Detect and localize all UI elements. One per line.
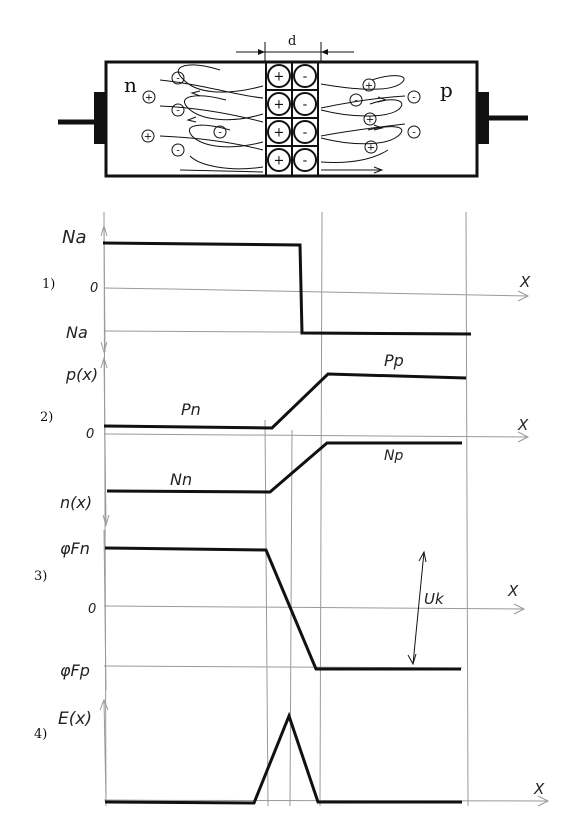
- svg-text:+: +: [365, 81, 373, 92]
- left-contact: [94, 92, 106, 144]
- panel-1-number: 1): [42, 277, 55, 292]
- panel-1-doping-profile: [102, 241, 472, 336]
- panel-3-x-axis: [103, 605, 525, 610]
- electron-carrier: -: [407, 125, 421, 139]
- panel-4-top-label: E(x): [58, 709, 92, 729]
- panel-1-bottom-label: Na: [66, 323, 88, 342]
- vertical-guide-lines: [103, 211, 469, 807]
- donor-ion: +: [267, 120, 291, 144]
- svg-text:+: +: [274, 98, 285, 113]
- svg-text:+: +: [366, 115, 374, 126]
- panel-2-electron-profile: [106, 441, 462, 494]
- panel-2-np-label: Np: [384, 448, 403, 464]
- panel-3-number: 3): [34, 569, 47, 584]
- panel-3-fermi-profile: [104, 546, 461, 671]
- panel-3-contact-potential-arrow: [407, 550, 427, 666]
- acceptor-ion: -: [293, 92, 317, 116]
- panel-2-pp-label: Pp: [384, 351, 404, 370]
- svg-text:-: -: [303, 126, 308, 141]
- svg-text:+: +: [274, 70, 285, 85]
- electron-carrier: -: [171, 103, 185, 117]
- panel-1-doping: 1) X Na 0 Na: [42, 224, 531, 354]
- carrier-flow-arrows: [159, 64, 406, 174]
- donor-ion: +: [267, 148, 291, 172]
- acceptor-ion: -: [293, 148, 317, 172]
- panel-1-x-label: X: [519, 273, 531, 291]
- svg-text:-: -: [176, 74, 180, 85]
- electron-carrier: -: [407, 90, 421, 104]
- panel-1-x-axis: [103, 287, 529, 297]
- acceptor-ion: -: [293, 120, 317, 144]
- panel-3-uk-label: Uk: [424, 590, 445, 608]
- depletion-width-label: d: [288, 34, 296, 49]
- panel-2-x-label: X: [517, 416, 529, 434]
- fixed-ions: + - + - + - + -: [267, 64, 317, 172]
- acceptor-ion: -: [293, 64, 317, 88]
- p-region-label: p: [440, 78, 453, 102]
- n-region-label: n: [124, 73, 137, 97]
- svg-text:-: -: [412, 93, 416, 104]
- pn-junction-device: d +-+-+-+- -+-+--+-+-+-: [58, 34, 528, 178]
- hole-carrier: +: [362, 78, 376, 92]
- panel-4-number: 4): [34, 727, 47, 742]
- svg-text:+: +: [367, 143, 375, 154]
- svg-text:+: +: [144, 132, 152, 143]
- panel-3-x-label: X: [507, 582, 519, 600]
- svg-text:-: -: [303, 154, 308, 169]
- donor-ion: +: [267, 92, 291, 116]
- panel-3-zero-label: 0: [88, 602, 96, 617]
- panel-3-y-axis: [103, 529, 107, 691]
- panel-4-y-axis: [103, 699, 107, 801]
- panel-3-bottom-label: φFp: [60, 661, 90, 680]
- svg-text:-: -: [176, 106, 180, 117]
- panel-3-fermi-potential: 3) X φFn 0 φFp Uk: [34, 529, 526, 691]
- svg-text:-: -: [218, 128, 222, 139]
- panel-1-zero-label: 0: [90, 281, 98, 296]
- svg-text:-: -: [412, 128, 416, 139]
- panel-2-zero-label: 0: [86, 427, 94, 442]
- panel-2-bottom-label: n(x): [60, 493, 92, 512]
- svg-text:+: +: [145, 93, 153, 104]
- panel-3-top-label: φFn: [60, 539, 90, 558]
- electron-carrier: -: [213, 125, 227, 139]
- panel-2-number: 2): [40, 410, 53, 425]
- svg-text:+: +: [274, 126, 285, 141]
- panel-4-x-label: X: [533, 780, 545, 798]
- right-contact: [477, 92, 489, 144]
- svg-text:+: +: [274, 154, 285, 169]
- electron-carrier: -: [171, 71, 185, 85]
- panel-4-electric-field: 4) X E(x): [34, 698, 550, 807]
- panel-2-carrier-concentration: 2) X p(x) 0 n(x) Pp Pn Np Nn: [40, 351, 530, 527]
- depletion-width-dimension: d: [236, 34, 354, 62]
- panel-2-x-axis: [103, 433, 529, 438]
- panel-1-top-label: Na: [62, 227, 87, 248]
- panel-2-hole-profile: [103, 372, 467, 430]
- electron-carrier: -: [349, 93, 363, 107]
- panel-2-y-axis: [103, 357, 107, 526]
- panel-4-field-profile: [104, 711, 462, 805]
- svg-text:-: -: [176, 146, 180, 157]
- panel-2-top-label: p(x): [65, 365, 98, 384]
- hole-carrier: +: [363, 112, 377, 126]
- svg-text:-: -: [303, 70, 308, 85]
- panel-2-pn-label: Pn: [181, 400, 201, 419]
- donor-ion: +: [267, 64, 291, 88]
- svg-text:-: -: [303, 98, 308, 113]
- electron-carrier: -: [171, 143, 185, 157]
- panel-2-nn-label: Nn: [170, 470, 192, 489]
- hole-carrier: +: [142, 90, 156, 104]
- mobile-carriers: -+-+--+-+-+-: [141, 71, 421, 157]
- hole-carrier: +: [141, 129, 155, 143]
- depletion-region: + - + - + - + -: [265, 62, 319, 176]
